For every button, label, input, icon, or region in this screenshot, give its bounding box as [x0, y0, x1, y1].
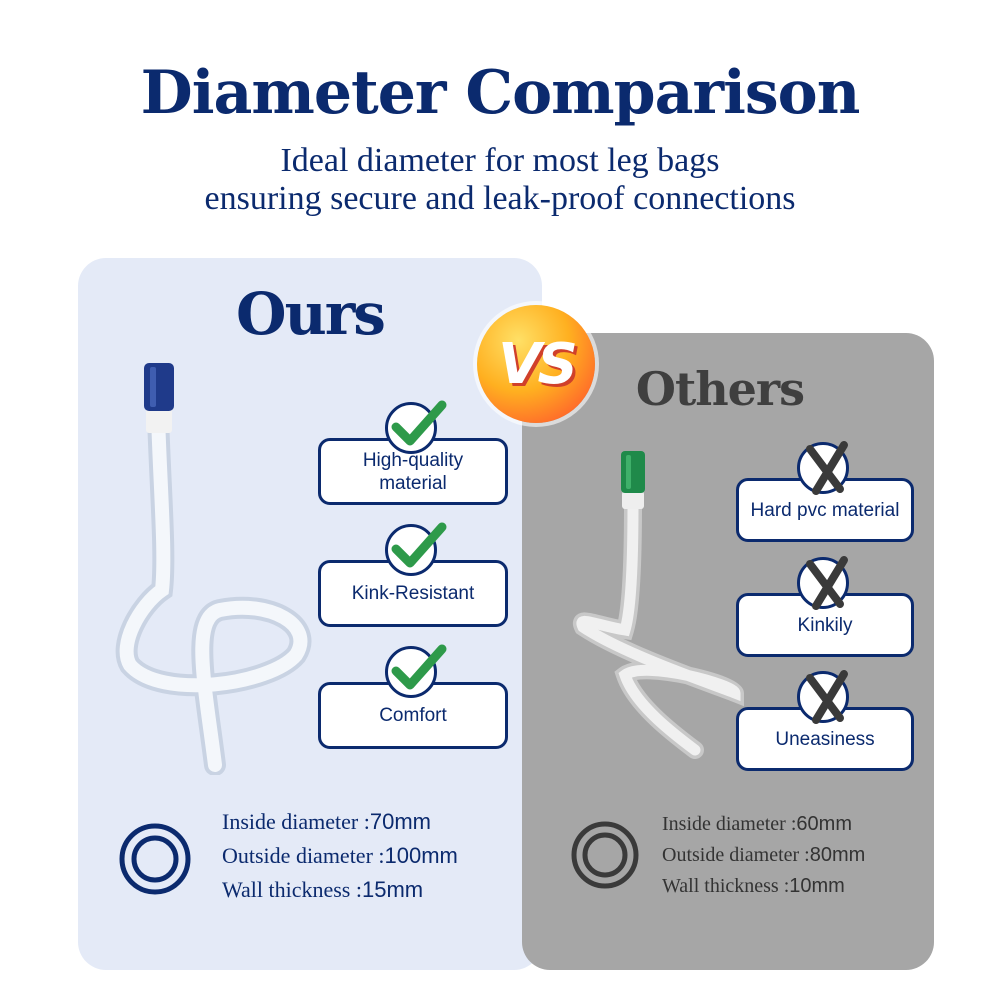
check-icon — [391, 522, 447, 568]
ours-spec-inside: Inside diameter :70mm — [222, 809, 431, 834]
page-subtitle: Ideal diameter for most leg bags ensurin… — [0, 142, 1000, 218]
check-icon — [391, 400, 447, 446]
cross-icon — [806, 670, 848, 724]
ours-tube-image — [115, 363, 312, 775]
others-spec-wall: Wall thickness :10mm — [662, 875, 845, 897]
subtitle-line-2: ensuring secure and leak-proof connectio… — [204, 180, 796, 217]
others-specs: Inside diameter :60mm Outside diameter :… — [662, 809, 865, 902]
ours-spec-wall: Wall thickness :15mm — [222, 877, 424, 902]
vs-badge: VS — [477, 305, 595, 423]
cross-icon — [806, 441, 848, 495]
ours-specs: Inside diameter :70mm Outside diameter :… — [222, 805, 458, 907]
check-badge-2 — [385, 522, 447, 576]
cross-icon — [806, 556, 848, 610]
cross-badge-1 — [797, 441, 849, 495]
others-feature-3: Uneasiness — [736, 707, 914, 771]
cross-badge-2 — [797, 556, 849, 610]
others-spec-inside: Inside diameter :60mm — [662, 813, 852, 835]
ours-title: Ours — [236, 280, 386, 348]
others-spec-outside: Outside diameter :80mm — [662, 844, 866, 866]
ours-spec-outside: Outside diameter :100mm — [222, 843, 458, 868]
cross-badge-3 — [797, 670, 849, 724]
check-badge-1 — [385, 400, 447, 454]
others-diameter-ring-icon — [571, 821, 639, 889]
check-icon — [391, 644, 447, 690]
subtitle-line-1: Ideal diameter for most leg bags — [280, 142, 720, 179]
others-title: Others — [635, 362, 805, 416]
vs-label: VS — [498, 331, 578, 397]
page-title: Diameter Comparison — [140, 58, 861, 128]
ours-diameter-ring-icon — [119, 823, 191, 895]
others-tube-image — [573, 451, 745, 759]
check-badge-3 — [385, 644, 447, 698]
